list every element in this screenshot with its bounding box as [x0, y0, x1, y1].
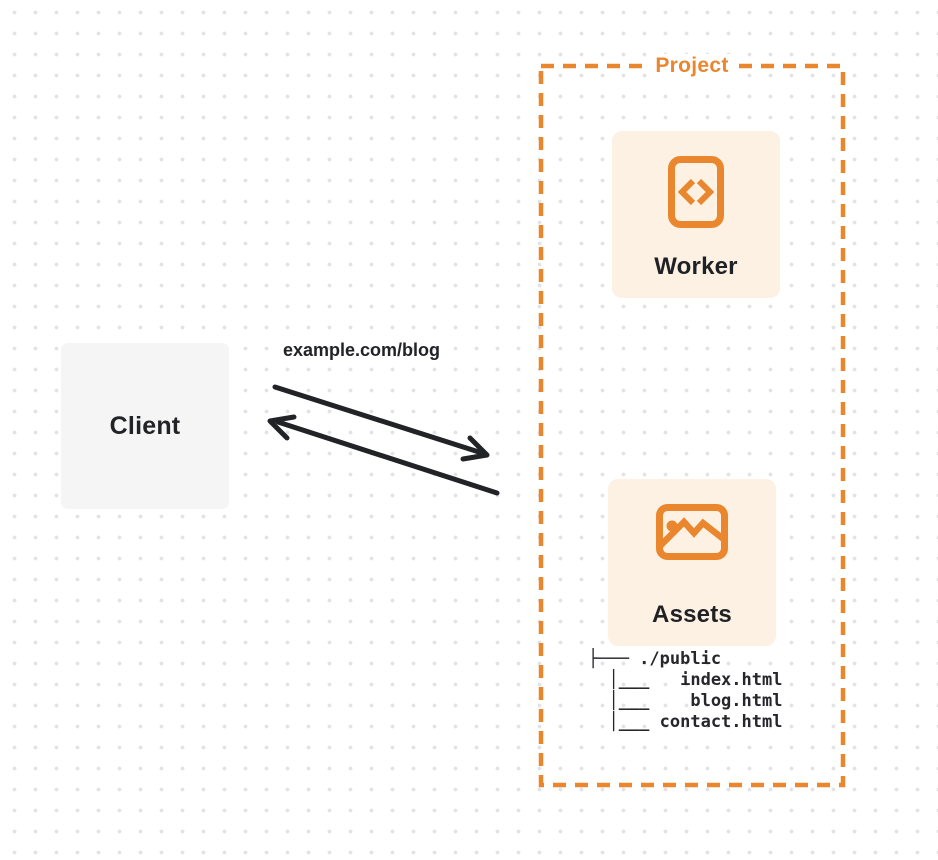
worker-label: Worker [654, 253, 738, 280]
request-url-label: example.com/blog [283, 340, 441, 360]
assets-card: Assets [608, 479, 776, 646]
project-label: Project [647, 54, 737, 78]
code-document-icon [668, 156, 724, 228]
request-arrow [272, 384, 490, 462]
assets-label: Assets [652, 601, 732, 628]
worker-card: Worker [612, 131, 780, 298]
client-label: Client [109, 411, 181, 440]
client-node: Client [61, 343, 229, 509]
response-arrow [267, 414, 500, 496]
image-icon [656, 504, 728, 560]
assets-file-tree: ├─── ./public │___ index.html │___ blog.… [588, 649, 783, 732]
